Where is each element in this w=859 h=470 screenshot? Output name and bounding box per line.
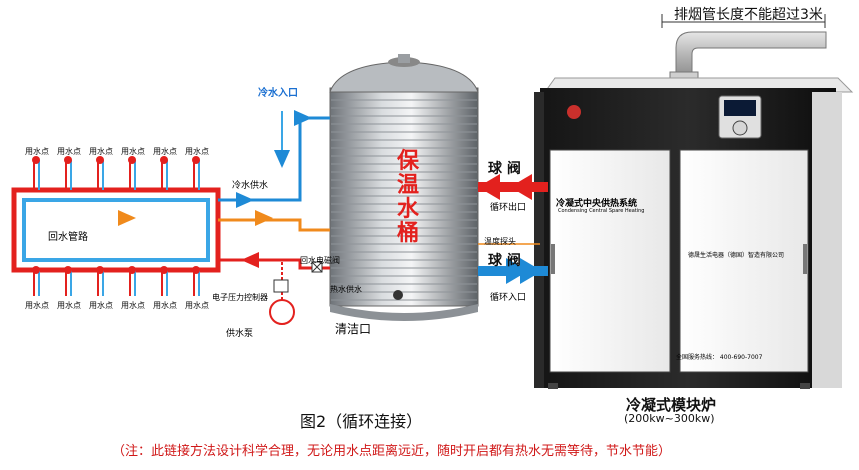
figure-caption: 图2（循环连接）	[300, 408, 422, 432]
water-point-label: 用水点	[185, 146, 209, 157]
circulation-inlet-label: 循环入口	[490, 290, 526, 303]
temperature-probe-label: 温度探头	[484, 236, 516, 247]
water-point-label: 用水点	[121, 146, 145, 157]
boiler-door-right	[680, 150, 808, 372]
pipe-network	[14, 110, 330, 324]
ball-valve-top-label: 球 阀	[488, 158, 521, 178]
cold-inlet-label: 冷水入口	[258, 84, 298, 99]
pressure-controller-symbol	[274, 280, 288, 292]
clean-port	[393, 290, 403, 300]
tank-label: 保温水桶	[392, 150, 424, 246]
water-point-label: 用水点	[89, 300, 113, 311]
faucet-icon	[128, 266, 136, 274]
water-point-label: 用水点	[57, 300, 81, 311]
water-point-label: 用水点	[121, 300, 145, 311]
faucet-icon	[32, 266, 40, 274]
boiler-hotline: 全国服务热线： 400-690-7007	[676, 352, 762, 361]
water-point-label: 用水点	[89, 146, 113, 157]
faucet-icon	[192, 156, 200, 164]
faucet-icon	[32, 156, 40, 164]
exhaust-pipe	[662, 14, 826, 82]
boiler-panel-subtitle: Condensing Central Spare Heating	[558, 208, 644, 214]
clean-outlet-label: 清洁口	[335, 320, 371, 337]
pump-symbol	[270, 300, 294, 324]
faucet-icon	[96, 266, 104, 274]
chimney-length-note: 排烟管长度不能超过3米	[674, 4, 823, 24]
boiler-capacity: (200kw~300kw)	[624, 412, 715, 425]
flow-arrow	[118, 210, 136, 226]
brand-logo	[567, 105, 581, 119]
solenoid-valve-label: 回水电磁阀	[300, 255, 340, 266]
boiler-company: 德晟生活电器（德国）智造有限公司	[688, 250, 784, 259]
water-point-label: 用水点	[25, 146, 49, 157]
hot-supply-label: 热水供水	[330, 284, 362, 295]
water-point-label: 用水点	[57, 146, 81, 157]
faucet-icon	[64, 266, 72, 274]
flow-arrow	[236, 192, 254, 208]
faucet-icon	[64, 156, 72, 164]
faucet-icon	[160, 156, 168, 164]
flow-arrow	[241, 252, 259, 268]
circulation-outlet-label: 循环出口	[490, 200, 526, 213]
faucet-icon	[160, 266, 168, 274]
return-pipe-label: 回水管路	[48, 228, 88, 243]
cold-supply-label: 冷水供水	[232, 178, 268, 191]
boiler-cabinet	[534, 78, 852, 389]
water-point-label: 用水点	[185, 300, 209, 311]
pressure-controller-label: 电子压力控制器	[212, 292, 268, 303]
water-point-label: 用水点	[153, 300, 177, 311]
faucet-icon	[128, 156, 136, 164]
pump-label: 供水泵	[226, 326, 253, 339]
flow-arrow	[274, 150, 290, 168]
ball-valve-bottom-label: 球 阀	[488, 250, 521, 270]
footnote: （注：此链接方法设计科学合理，无论用水点距离远近，随时开启都有热水无需等待，节水…	[112, 440, 671, 459]
flow-arrow	[255, 210, 273, 226]
faucet-icon	[192, 266, 200, 274]
flow-arrow	[294, 110, 312, 126]
faucet-icon	[96, 156, 104, 164]
water-point-label: 用水点	[25, 300, 49, 311]
boiler-door-left	[550, 150, 670, 372]
water-point-label: 用水点	[153, 146, 177, 157]
